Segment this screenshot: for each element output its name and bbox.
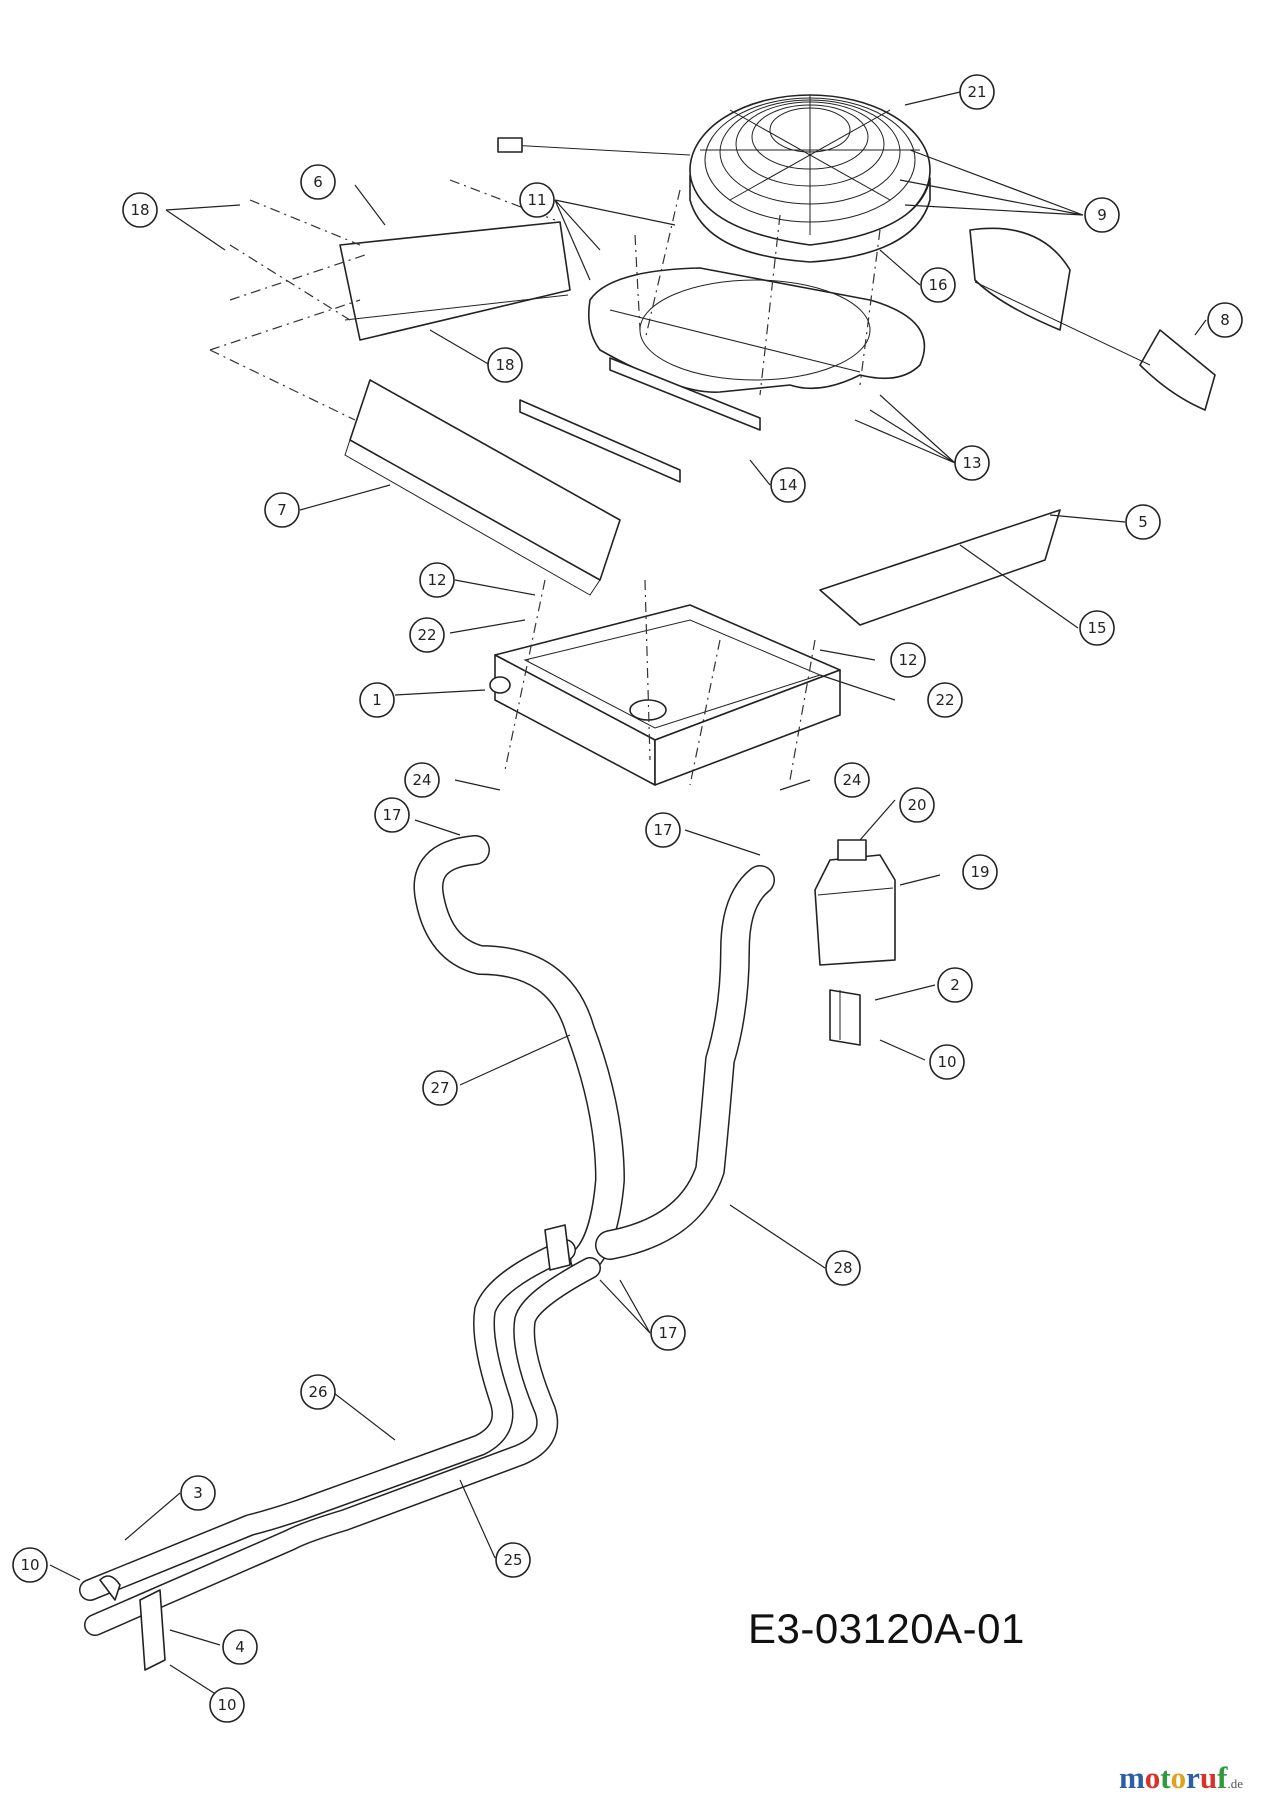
callout-18-top: 18 [122,192,158,228]
svg-text:9: 9 [1097,206,1107,224]
callout-3: 3 [180,1475,216,1511]
tube-26 [79,1239,576,1601]
callout-6: 6 [300,164,336,200]
callout-14: 14 [770,467,806,503]
svg-text:15: 15 [1087,619,1106,637]
diagram-code: E3-03120A-01 [748,1605,1025,1652]
svg-text:16: 16 [928,276,947,294]
assembly-lines [209,179,881,786]
svg-text:25: 25 [503,1551,522,1569]
svg-text:3: 3 [193,1484,203,1502]
callout-15: 15 [1079,610,1115,646]
svg-text:2: 2 [950,976,960,994]
fan-assembly [497,94,931,263]
callout-22-right: 22 [927,682,963,718]
callout-11: 11 [519,182,555,218]
clamp-bracket [544,1224,571,1271]
callout-4: 4 [222,1629,258,1665]
callout-28: 28 [825,1250,861,1286]
callout-9: 9 [1084,197,1120,233]
svg-text:12: 12 [427,571,446,589]
deflector-8 [969,227,1216,411]
svg-text:4: 4 [235,1638,245,1656]
callout-10-bottom: 10 [209,1687,245,1723]
seal-strips [519,357,761,483]
svg-text:14: 14 [778,476,797,494]
callout-10-left: 10 [12,1547,48,1583]
svg-text:10: 10 [937,1053,956,1071]
callout-17-left: 17 [374,797,410,833]
callout-22-left: 22 [409,617,445,653]
callout-12-right: 12 [890,642,926,678]
bottle-bracket [829,989,861,1046]
callout-1: 1 [359,682,395,718]
callout-16: 16 [920,267,956,303]
svg-text:8: 8 [1220,311,1230,329]
callouts: 21 6 18 11 9 16 8 18 13 14 7 5 15 12 22 … [12,74,1243,1723]
svg-text:19: 19 [970,863,989,881]
svg-text:17: 17 [653,821,672,839]
svg-text:20: 20 [907,796,926,814]
callout-20: 20 [899,787,935,823]
callout-24-right: 24 [834,762,870,798]
callout-19: 19 [962,854,998,890]
svg-text:7: 7 [277,501,287,519]
callout-13: 13 [954,445,990,481]
callout-2: 2 [937,967,973,1003]
svg-text:24: 24 [412,771,431,789]
svg-text:18: 18 [130,201,149,219]
svg-text:13: 13 [962,454,981,472]
callout-10-bottle: 10 [929,1044,965,1080]
callout-8: 8 [1207,302,1243,338]
svg-text:11: 11 [527,191,546,209]
tube-25 [84,1257,601,1636]
hose-28 [595,865,775,1260]
svg-text:27: 27 [430,1079,449,1097]
baffle-plate-7 [344,379,621,596]
callout-7: 7 [264,492,300,528]
callout-12-left: 12 [419,562,455,598]
svg-text:28: 28 [833,1259,852,1277]
tube-bracket-4 [99,1575,166,1671]
radiator [489,604,841,786]
callout-18-mid: 18 [487,347,523,383]
svg-text:1: 1 [372,691,382,709]
hose-27 [413,835,625,1275]
svg-text:22: 22 [935,691,954,709]
svg-text:26: 26 [308,1383,327,1401]
svg-text:10: 10 [20,1556,39,1574]
baffle-plate-6 [339,221,571,341]
callout-24-left: 24 [404,762,440,798]
plate-5 [819,509,1061,626]
callout-21: 21 [959,74,995,110]
fan-shroud [587,267,926,393]
brand-logo: motoruf.de [1118,1760,1243,1795]
svg-text:24: 24 [842,771,861,789]
svg-text:21: 21 [967,83,986,101]
callout-17-mid: 17 [645,812,681,848]
callout-17-bottom: 17 [650,1315,686,1351]
svg-text:12: 12 [898,651,917,669]
svg-text:17: 17 [382,806,401,824]
svg-text:18: 18 [495,356,514,374]
svg-text:22: 22 [417,626,436,644]
svg-text:5: 5 [1138,513,1148,531]
coolant-bottle [814,839,896,966]
callout-5: 5 [1125,504,1161,540]
callout-25: 25 [495,1542,531,1578]
svg-text:17: 17 [658,1324,677,1342]
callout-26: 26 [300,1374,336,1410]
svg-text:10: 10 [217,1696,236,1714]
svg-text:6: 6 [313,173,323,191]
callout-27: 27 [422,1070,458,1106]
